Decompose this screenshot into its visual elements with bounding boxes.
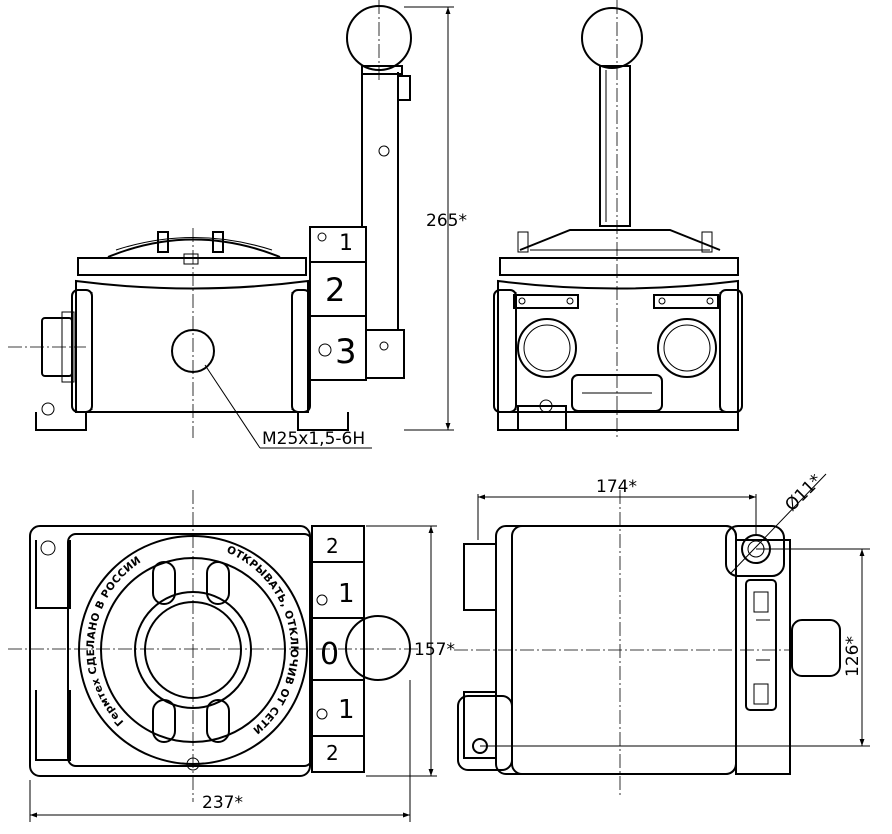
length-dimension: 174* — [596, 477, 637, 497]
side-view: 1 2 3 265* M25x1,5-6H — [8, 0, 467, 449]
position-1-top-lower: 1 — [338, 695, 355, 725]
position-2-top-upper: 2 — [326, 534, 339, 558]
bottom-view: 174* Ø11* 126* — [454, 471, 870, 795]
position-2-side: 2 — [325, 271, 345, 309]
position-2-top-lower: 2 — [326, 741, 339, 765]
thread-callout: M25x1,5-6H — [262, 429, 365, 449]
total-width-dimension: 237* — [202, 793, 243, 813]
front-view — [493, 0, 743, 438]
position-1-side: 1 — [339, 231, 353, 256]
emblem-right-text: ОТКРЫВАТЬ, ОТКЛЮЧИВ ОТ СЕТИ — [225, 544, 300, 736]
width-top-dimension: 157* — [414, 640, 455, 660]
position-0-top: 0 — [320, 637, 339, 672]
position-1-top-upper: 1 — [338, 579, 355, 609]
mount-dimension: 126* — [843, 636, 863, 677]
height-dimension: 265* — [426, 211, 467, 231]
hole-dimension: Ø11* — [781, 471, 826, 516]
position-3-side: 3 — [335, 332, 357, 372]
top-view: Гермтех СДЕЛАНО В РОССИИ ОТКРЫВАТЬ, ОТКЛ… — [8, 490, 455, 822]
